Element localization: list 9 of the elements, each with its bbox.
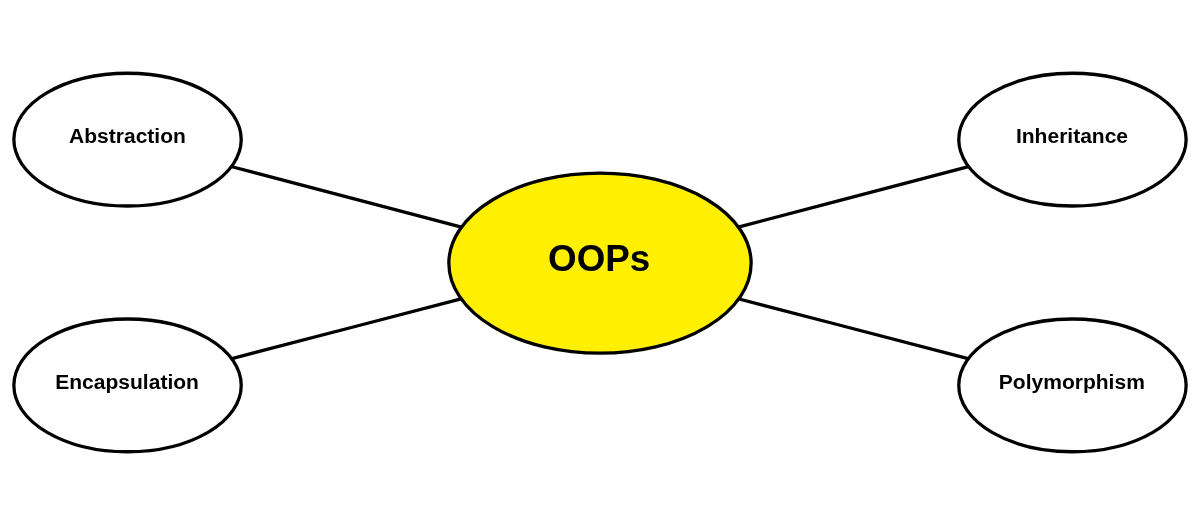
node-ellipse: Inheritance [957,71,1188,208]
node-ellipse: OOPs [447,171,753,355]
node-ellipse: Abstraction [12,71,243,208]
connector [738,164,969,228]
connector [231,164,462,229]
connector [231,296,462,360]
connector [738,296,969,360]
node-ellipse: Encapsulation [12,316,243,453]
node-ellipse: Polymorphism [957,316,1188,453]
